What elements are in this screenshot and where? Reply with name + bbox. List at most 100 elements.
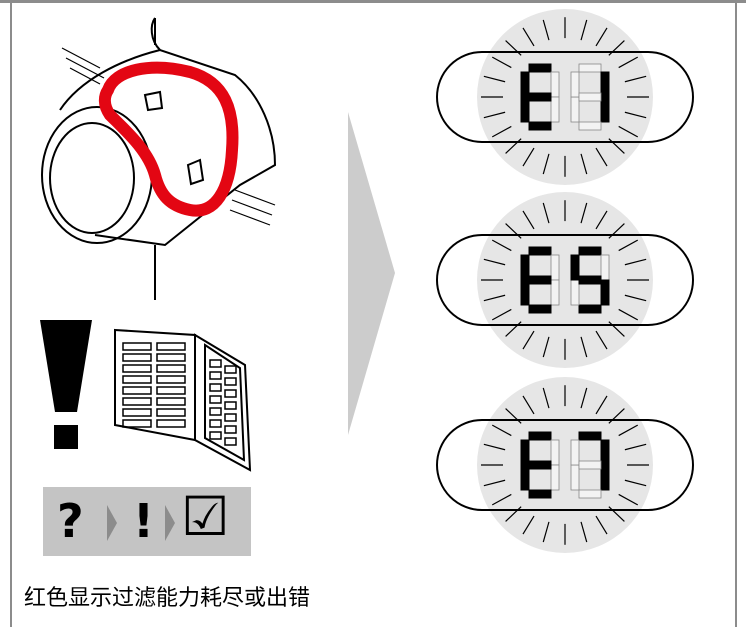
digit-segment [578,304,602,314]
digit-segment [578,246,602,256]
arrow-right-icon [348,112,395,435]
frame-left-border [10,0,12,627]
display-ray [595,147,608,167]
frame-top-border [0,0,746,3]
digit-segment [528,304,552,314]
display-ray [483,479,506,487]
display-ray [522,515,535,535]
manual-cell [122,375,152,384]
chevron-right-icon-2 [165,505,175,541]
digit-segment [528,489,552,499]
digit-segment [528,431,552,441]
digit-segment [528,275,552,285]
display-ray [522,210,535,230]
digit-segment [528,460,552,470]
display-ray [491,424,512,437]
display-ray [542,202,550,224]
manual-lines [122,342,237,446]
display-ray [491,493,512,506]
manual-cell [156,364,186,373]
manual-cell [122,353,152,362]
digit-segment [550,464,560,491]
digit-segment [578,63,602,73]
digit-segment [578,92,602,102]
checkbox-checked-icon: ☑ [181,485,230,548]
manual-cell [209,395,222,404]
manual-cell [224,377,237,386]
manual-cell [156,386,186,395]
display-ray [580,387,588,409]
display-ray [505,40,522,56]
display-ray [522,330,535,350]
manual-cell [209,431,222,440]
display-ray [483,443,506,451]
digit-segment [550,96,560,123]
digit-segment [578,275,602,285]
display-ray [491,308,512,321]
display-ray [491,56,512,69]
manual-cell [122,408,152,417]
display-ray [491,239,512,252]
manual-cell [209,371,222,380]
manual-cell [156,353,186,362]
display-ray [483,294,506,302]
manual-icon [114,328,252,472]
chevron-right-icon [107,505,117,541]
digit-segment [520,96,530,123]
digit-segment [570,254,580,281]
manual-cell [224,389,237,398]
digit-segment [600,254,610,281]
display-ray [595,395,608,415]
display-ray [542,521,550,543]
frame-right-border [735,0,737,627]
digit-segment [550,71,560,98]
display-ray [491,125,512,138]
display-ray [608,138,625,154]
display-ray [580,153,588,175]
question-icon: ? [57,494,84,548]
digit-segment [600,71,610,98]
error-display-e5 [436,192,694,368]
digit-segment [600,464,610,491]
manual-cell [209,419,222,428]
display-outline [436,419,694,511]
digit-segment [520,464,530,491]
display-ray [608,408,625,424]
display-ray [624,258,647,266]
digit-segment [600,279,610,306]
digit-segment [528,121,552,131]
manual-cell [156,419,186,428]
display-ray [618,125,639,138]
exclamation-icon [40,320,92,449]
display-ray [580,202,588,224]
display-ray [624,111,647,119]
manual-cell [156,375,186,384]
display-ray [580,521,588,543]
manual-cell [224,365,237,374]
display-ray [542,387,550,409]
digit-segment [570,464,580,491]
display-ray [608,321,625,337]
manual-cell [122,364,152,373]
display-ray [624,479,647,487]
digit-segment [550,279,560,306]
digit-segment [520,71,530,98]
display-ray [618,308,639,321]
digit-segment [550,254,560,281]
error-displays [436,9,694,553]
manual-cell [156,397,186,406]
manual-cell [209,359,222,368]
manual-cell [156,408,186,417]
display-ray [624,443,647,451]
display-ray [580,336,588,358]
digit-segment [570,71,580,98]
display-ray [580,19,588,41]
manual-cell [122,386,152,395]
digit-segment [578,431,602,441]
digit-segment [570,96,580,123]
display-outline [436,234,694,326]
display-ray [542,19,550,41]
display-ray [542,336,550,358]
error-display-e7 [436,377,694,553]
